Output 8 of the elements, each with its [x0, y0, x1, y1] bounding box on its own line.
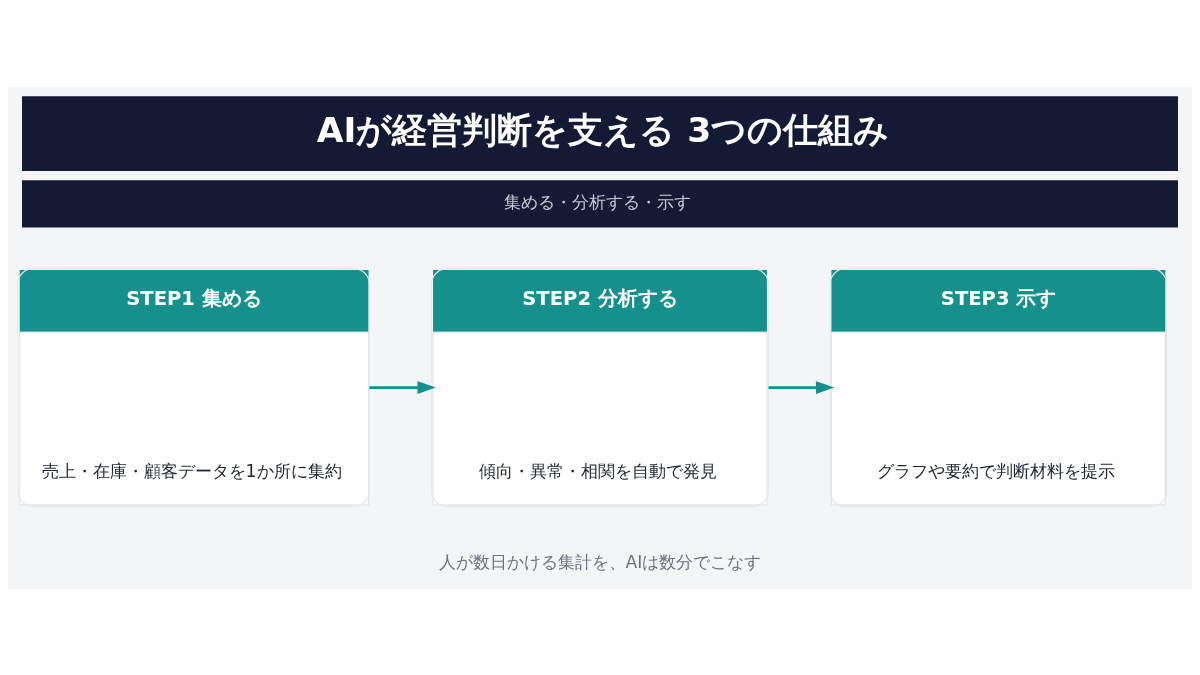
arrow — [768, 380, 835, 394]
diagram-title: AIが経営判断を支える 3つの仕組み — [316, 109, 890, 150]
label: 集める・分析する・示す — [504, 191, 692, 212]
arrow — [369, 380, 436, 394]
label: 人が数日かける集計を、AIは数分でこなす — [438, 551, 762, 572]
node-text: STEP3 示す グラフや要約で判断材料を提示 — [876, 286, 1115, 481]
node-text: STEP2 分析する 傾向・異常・相関を自動で発見 — [478, 286, 717, 481]
node-text: STEP1 集める 売上・在庫・顧客データを1か所に集約 — [41, 286, 342, 481]
